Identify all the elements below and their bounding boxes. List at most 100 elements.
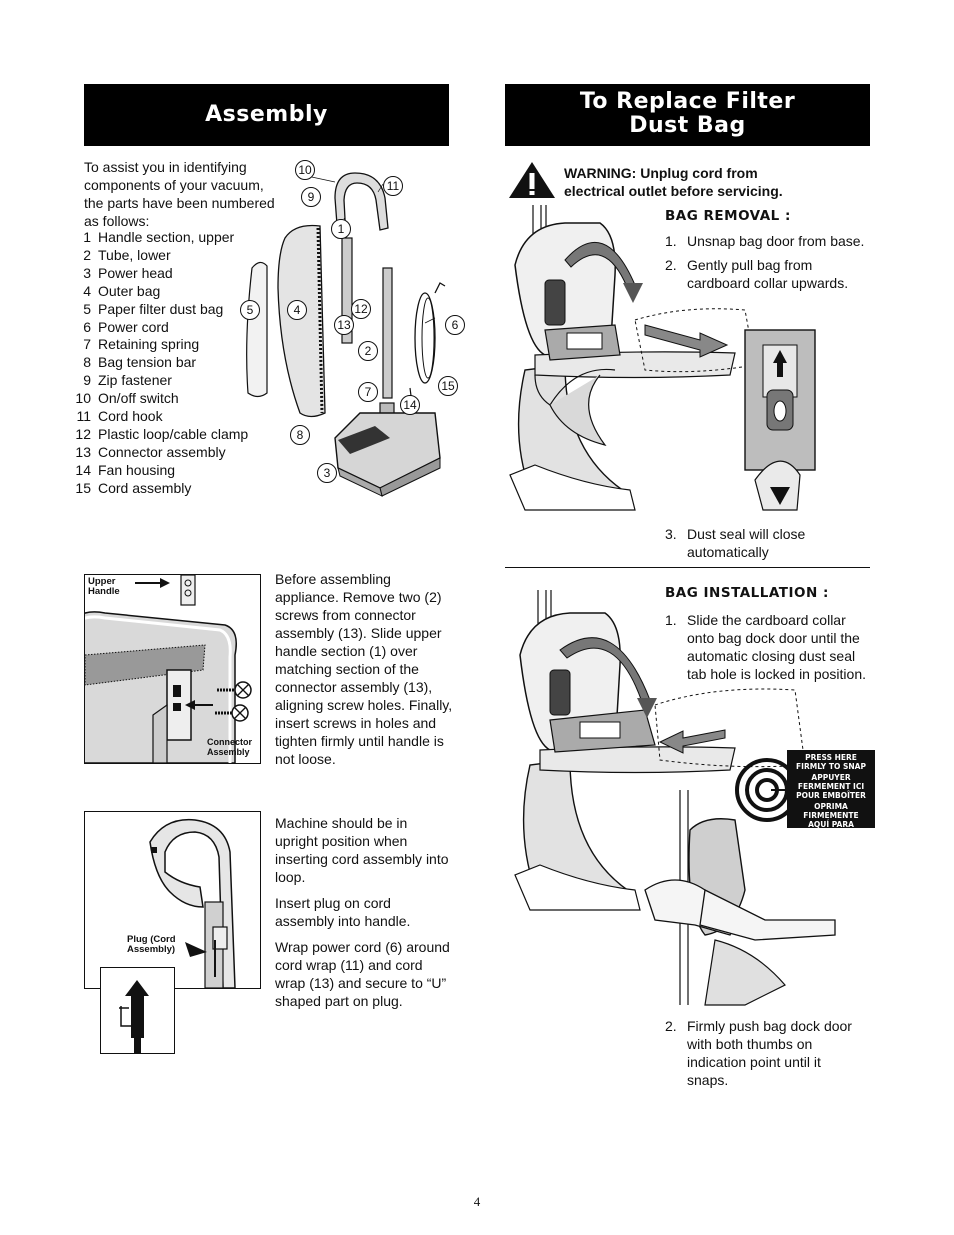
part-callout: 10 xyxy=(295,160,315,180)
part-item: 2 Tube, lower xyxy=(69,247,289,265)
assembly-intro: To assist you in identifying components … xyxy=(84,159,275,229)
part-item: 3 Power head xyxy=(69,265,289,283)
part-item: 7 Retaining spring xyxy=(69,336,289,354)
part-number: 5 xyxy=(83,300,91,317)
part-number: 6 xyxy=(83,318,91,335)
step-text: Firmly push bag dock door with both thum… xyxy=(687,1018,852,1088)
part-item: 11 Cord hook xyxy=(69,408,289,426)
part-callout: 2 xyxy=(358,341,378,361)
part-name: Power cord xyxy=(98,318,169,335)
part-name: Paper filter dust bag xyxy=(98,300,224,317)
cord-instructions: Machine should be in upright position wh… xyxy=(275,814,453,1018)
press-here-es: OPRIMA FIRMEMENTE AQUÍ PARA ENCAJAR A PR… xyxy=(803,802,859,847)
step-text: Unsnap bag door from base. xyxy=(687,233,865,249)
part-number: 11 xyxy=(76,408,91,425)
cord-instruction-paragraph: Machine should be in upright position wh… xyxy=(275,815,449,885)
page-number: 4 xyxy=(473,1194,481,1209)
part-number: 9 xyxy=(83,372,91,389)
bag-installation-heading: BAG INSTALLATION : xyxy=(665,585,829,601)
part-name: Tube, lower xyxy=(98,246,171,263)
part-callout: 14 xyxy=(400,395,420,415)
part-callout: 5 xyxy=(240,300,260,320)
part-name: Cord assembly xyxy=(98,479,192,496)
bag-removal-heading: BAG REMOVAL : xyxy=(665,208,791,224)
part-name: On/off switch xyxy=(98,390,179,407)
replace-title-line2: Dust Bag xyxy=(629,113,746,138)
part-item: 12 Plastic loop/cable clamp xyxy=(69,426,289,444)
replace-title-bar: To Replace Filter Dust Bag xyxy=(505,84,870,146)
step-item: 1. Unsnap bag door from base. xyxy=(665,232,875,250)
part-number: 2 xyxy=(83,246,91,263)
cord-assembly-diagram: Plug (Cord Assembly) xyxy=(84,811,261,989)
step-number: 1. xyxy=(665,612,677,628)
part-callout: 15 xyxy=(438,376,458,396)
part-number: 10 xyxy=(75,390,91,407)
part-callout: 9 xyxy=(301,187,321,207)
part-item: 6 Power cord xyxy=(69,319,289,337)
plug-inset xyxy=(100,967,175,1054)
part-name: Outer bag xyxy=(98,282,161,299)
part-callout: 7 xyxy=(358,382,378,402)
part-item: 15 Cord assembly xyxy=(69,480,289,498)
part-callout: 6 xyxy=(445,315,465,335)
bag-installation-steps: 1. Slide the cardboard collar onto bag do… xyxy=(665,611,875,689)
part-callout: 8 xyxy=(290,425,310,445)
part-callout: 13 xyxy=(334,315,354,335)
press-here-en: PRESS HERE FIRMLY TO SNAP xyxy=(796,753,866,771)
part-callout: 1 xyxy=(331,219,351,239)
part-callout: 12 xyxy=(351,299,371,319)
bag-removal-step3: 3. Dust seal will close automatically xyxy=(665,525,865,567)
assembly-title: Assembly xyxy=(205,102,328,127)
part-number: 3 xyxy=(83,264,91,281)
step-number: 2. xyxy=(665,257,677,273)
part-callout: 3 xyxy=(317,463,337,483)
part-number: 12 xyxy=(75,425,91,442)
step-number: 1. xyxy=(665,233,677,249)
exploded-vacuum-diagram xyxy=(246,172,446,497)
bag-removal-steps: 1. Unsnap bag door from base. 2.Gently pul… xyxy=(665,232,875,298)
bag-removal-step: 3. Dust seal will close automatically xyxy=(665,525,865,561)
step-text: Dust seal will close automatically xyxy=(687,526,806,560)
connector-assembly-label: Connector Assembly xyxy=(207,737,252,757)
assembly-title-bar: Assembly xyxy=(84,84,449,146)
bag-installation-illustration xyxy=(514,590,875,1006)
bag-removal-illustration xyxy=(509,205,816,511)
part-name: Plastic loop/cable clamp xyxy=(98,425,249,442)
replace-title-line1: To Replace Filter xyxy=(579,89,796,114)
step-number: 2. xyxy=(665,1018,677,1034)
part-item: 10 On/off switch xyxy=(69,390,289,408)
upper-handle-label: Upper Handle xyxy=(88,576,120,597)
part-name: Cord hook xyxy=(98,408,163,425)
cord-instruction-paragraph: Insert plug on cord assembly into handle… xyxy=(275,895,411,929)
bag-installation-step: 2. Firmly push bag dock door with both t… xyxy=(665,1017,865,1089)
section-divider xyxy=(505,567,870,568)
part-item: 14 Fan housing xyxy=(69,462,289,480)
plug-label: Plug (Cord Assembly) xyxy=(127,934,176,955)
cord-instruction-paragraph: Wrap power cord (6) around cord wrap (11… xyxy=(275,939,450,1009)
step-text: Slide the cardboard collar onto bag dock… xyxy=(687,612,866,682)
step-item: 1. Slide the cardboard collar onto bag do… xyxy=(665,611,875,683)
part-name: Fan housing xyxy=(98,461,176,478)
warning-text: WARNING: Unplug cord from electrical out… xyxy=(564,165,783,199)
step-item: 2.Gently pull bag from cardboard collar … xyxy=(665,256,875,292)
part-number: 7 xyxy=(83,336,91,353)
part-name: Retaining spring xyxy=(98,336,200,353)
part-name: Connector assembly xyxy=(98,443,226,460)
part-callout: 4 xyxy=(287,300,307,320)
part-number: 1 xyxy=(83,229,91,245)
handle-assembly-diagram: Upper Handle Connector Assembly xyxy=(84,574,261,764)
press-here-label: PRESS HERE FIRMLY TO SNAP APPUYER FERMEM… xyxy=(787,752,875,847)
part-number: 15 xyxy=(75,479,91,496)
bag-installation-step2: 2. Firmly push bag dock door with both t… xyxy=(665,1017,865,1095)
part-number: 8 xyxy=(83,354,91,371)
press-here-fr: APPUYER FERMEMENT ICI POUR EMBOÎTER xyxy=(796,773,866,800)
part-name: Power head xyxy=(98,264,173,281)
warning-icon xyxy=(509,162,555,198)
step-number: 3. xyxy=(665,526,677,542)
part-number: 14 xyxy=(75,461,91,478)
